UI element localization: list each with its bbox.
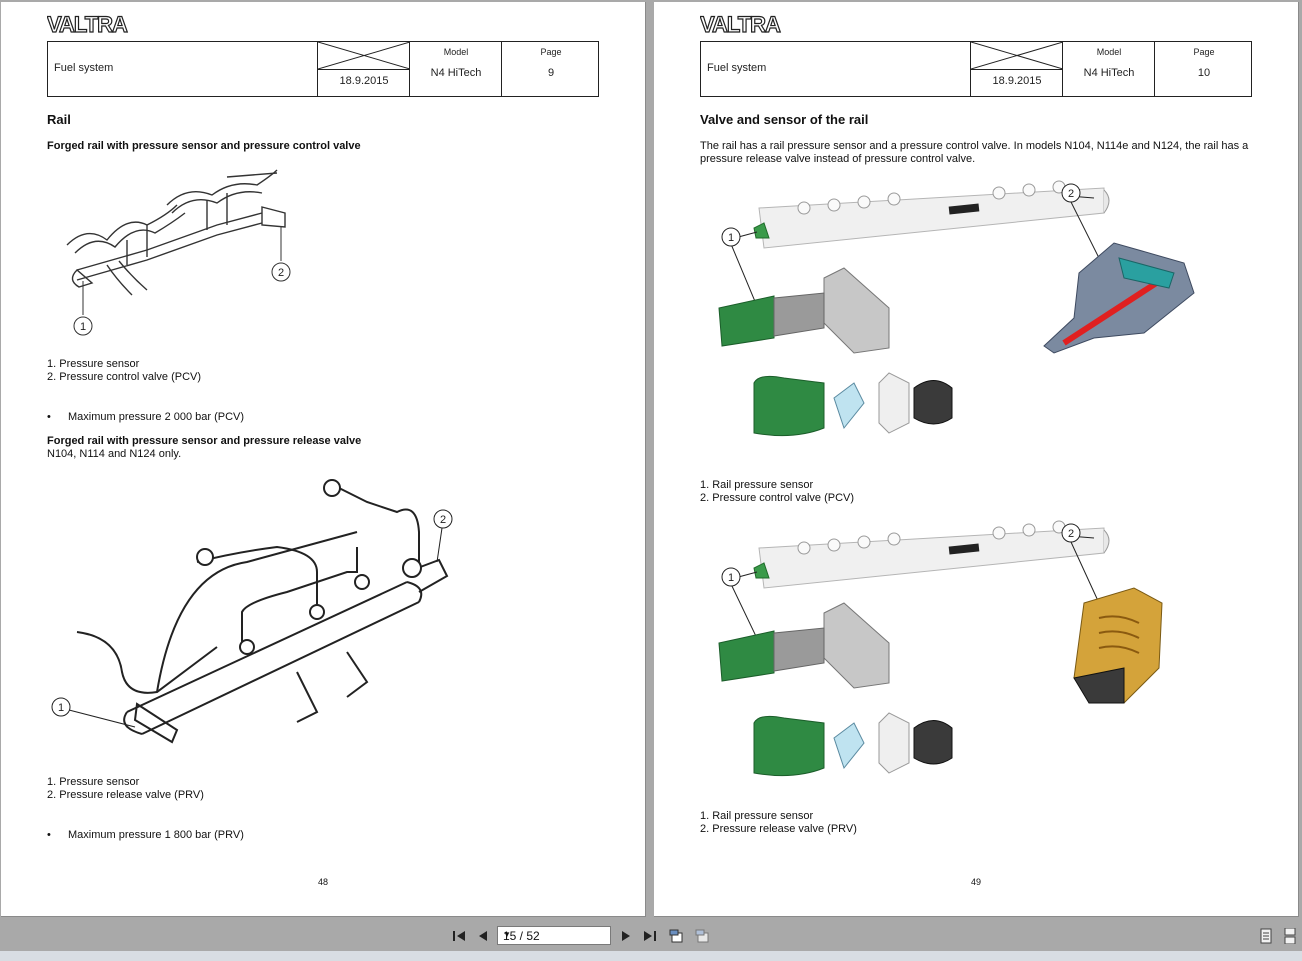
bullet-note: Maximum pressure 1 800 bar (PRV) — [68, 829, 244, 841]
figure-subtitle: N104, N114 and N124 only. — [47, 448, 182, 460]
header-model: N4 HiTech — [1083, 67, 1135, 79]
legend-item: 2. Pressure control valve (PCV) — [47, 371, 202, 383]
chevron-down-icon[interactable]: ▼ — [503, 930, 511, 939]
legend-item: 1. Rail pressure sensor — [700, 810, 814, 822]
svg-text:2: 2 — [1068, 188, 1074, 200]
first-page-icon[interactable] — [451, 928, 467, 944]
bullet-marker: • — [47, 411, 51, 423]
header-page-number: 10 — [1197, 67, 1211, 79]
svg-text:2: 2 — [1068, 528, 1074, 540]
legend-item: 2. Pressure release valve (PRV) — [47, 789, 204, 801]
header-page-number: 9 — [547, 67, 555, 79]
header-crossed-cell: 18.9.2015 — [970, 41, 1064, 96]
continuous-page-icon[interactable] — [1282, 928, 1298, 944]
legend-item: 1. Pressure sensor — [47, 776, 140, 788]
header-section: Fuel system — [54, 62, 114, 74]
page-footer-number: 49 — [970, 877, 981, 887]
valtra-logo: VALTRA — [47, 11, 130, 37]
section-title: Rail — [47, 112, 71, 127]
rail-pcv-component-image: 1 2 — [718, 180, 1195, 437]
rail-pcv-diagram: 1 2 — [66, 169, 291, 336]
header-page-cell: Page 10 — [1154, 42, 1253, 96]
last-page-icon[interactable] — [642, 928, 658, 944]
intro-paragraph-line: pressure release valve instead of pressu… — [700, 153, 976, 165]
header-date: 18.9.2015 — [992, 75, 1042, 87]
page-view-icon[interactable] — [669, 928, 685, 944]
document-page-right: VALTRA Fuel system 18.9.2015 Model N4 Hi… — [654, 2, 1299, 917]
next-page-icon[interactable] — [618, 928, 634, 944]
intro-paragraph-line: The rail has a rail pressure sensor and … — [700, 140, 1249, 152]
page-footer-number: 48 — [317, 877, 328, 887]
header-model: N4 HiTech — [430, 67, 482, 79]
legend-item: 1. Rail pressure sensor — [700, 479, 814, 491]
bullet-marker: • — [47, 829, 51, 841]
page-header-table: Fuel system 18.9.2015 Model N4 HiTech Pa… — [47, 41, 599, 97]
svg-text:1: 1 — [58, 702, 64, 714]
svg-text:VALTRA: VALTRA — [47, 12, 128, 37]
bullet-note: Maximum pressure 2 000 bar (PCV) — [68, 411, 245, 423]
fit-page-icon[interactable] — [695, 928, 711, 944]
viewer-toolbar: 15 / 52 ▼ — [0, 918, 1302, 954]
figure-title: Forged rail with pressure sensor and pre… — [47, 140, 361, 152]
header-section: Fuel system — [707, 62, 767, 74]
figure-title: Forged rail with pressure sensor and pre… — [47, 435, 362, 447]
svg-text:1: 1 — [80, 321, 86, 333]
section-title: Valve and sensor of the rail — [700, 112, 869, 127]
page-number-field[interactable]: 15 / 52 ▼ — [497, 926, 611, 945]
header-date: 18.9.2015 — [339, 75, 389, 87]
valtra-logo: VALTRA — [700, 11, 783, 37]
prev-page-icon[interactable] — [475, 928, 491, 944]
document-page-left: VALTRA Fuel system 18.9.2015 Model N4 Hi… — [1, 2, 646, 917]
single-page-icon[interactable] — [1258, 928, 1274, 944]
svg-text:1: 1 — [728, 572, 734, 584]
header-page-cell: Page 9 — [501, 42, 600, 96]
page-header-table: Fuel system 18.9.2015 Model N4 HiTech Pa… — [700, 41, 1252, 97]
svg-text:2: 2 — [278, 267, 284, 279]
header-crossed-cell: 18.9.2015 — [317, 41, 411, 96]
taskbar-strip — [0, 951, 1302, 961]
header-model-cell: Model N4 HiTech — [1062, 42, 1155, 96]
svg-text:2: 2 — [440, 514, 446, 526]
legend-item: 2. Pressure control valve (PCV) — [700, 492, 855, 504]
rail-prv-diagram: 1 2 — [51, 479, 453, 744]
svg-text:1: 1 — [728, 232, 734, 244]
legend-item: 2. Pressure release valve (PRV) — [700, 823, 857, 835]
legend-item: 1. Pressure sensor — [47, 358, 140, 370]
header-model-cell: Model N4 HiTech — [409, 42, 502, 96]
svg-text:VALTRA: VALTRA — [700, 12, 781, 37]
rail-prv-component-image: 1 2 — [718, 520, 1163, 777]
